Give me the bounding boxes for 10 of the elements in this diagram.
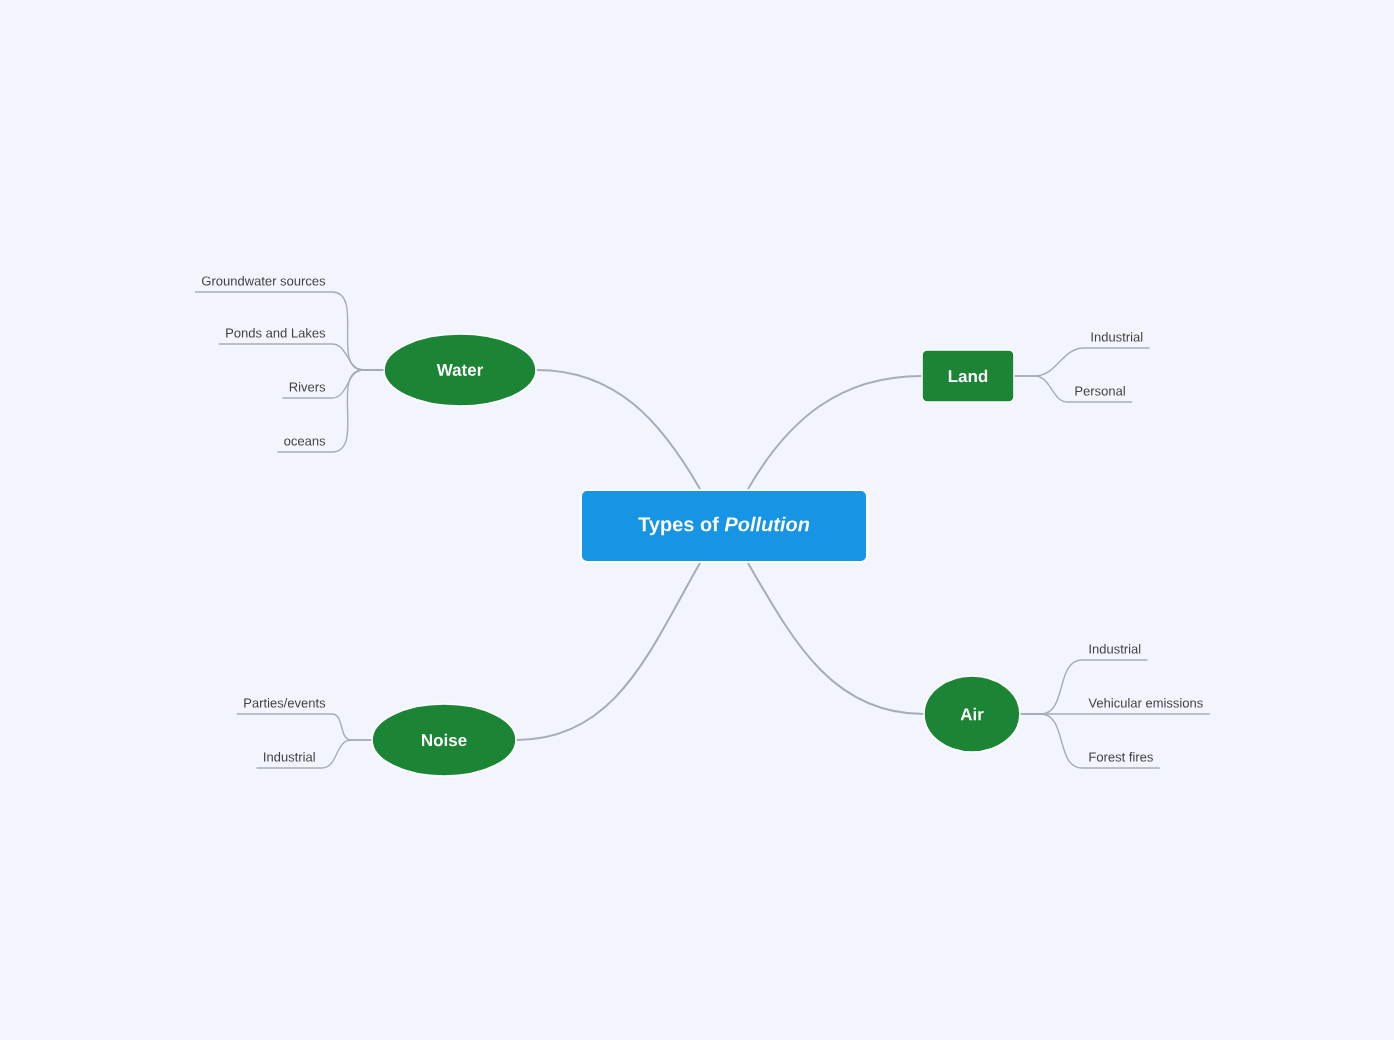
- connector-line: [1014, 375, 1069, 403]
- connector-line: [535, 369, 701, 490]
- connector-line: [747, 562, 925, 715]
- connector-line: [515, 562, 701, 741]
- central-topic-box: Types of Pollution: [580, 489, 868, 563]
- connector-line: [331, 369, 384, 453]
- connector-line: [321, 739, 372, 769]
- connector-line: [747, 375, 923, 490]
- topic-box: Land: [921, 349, 1015, 403]
- connector-line: [1020, 713, 1083, 769]
